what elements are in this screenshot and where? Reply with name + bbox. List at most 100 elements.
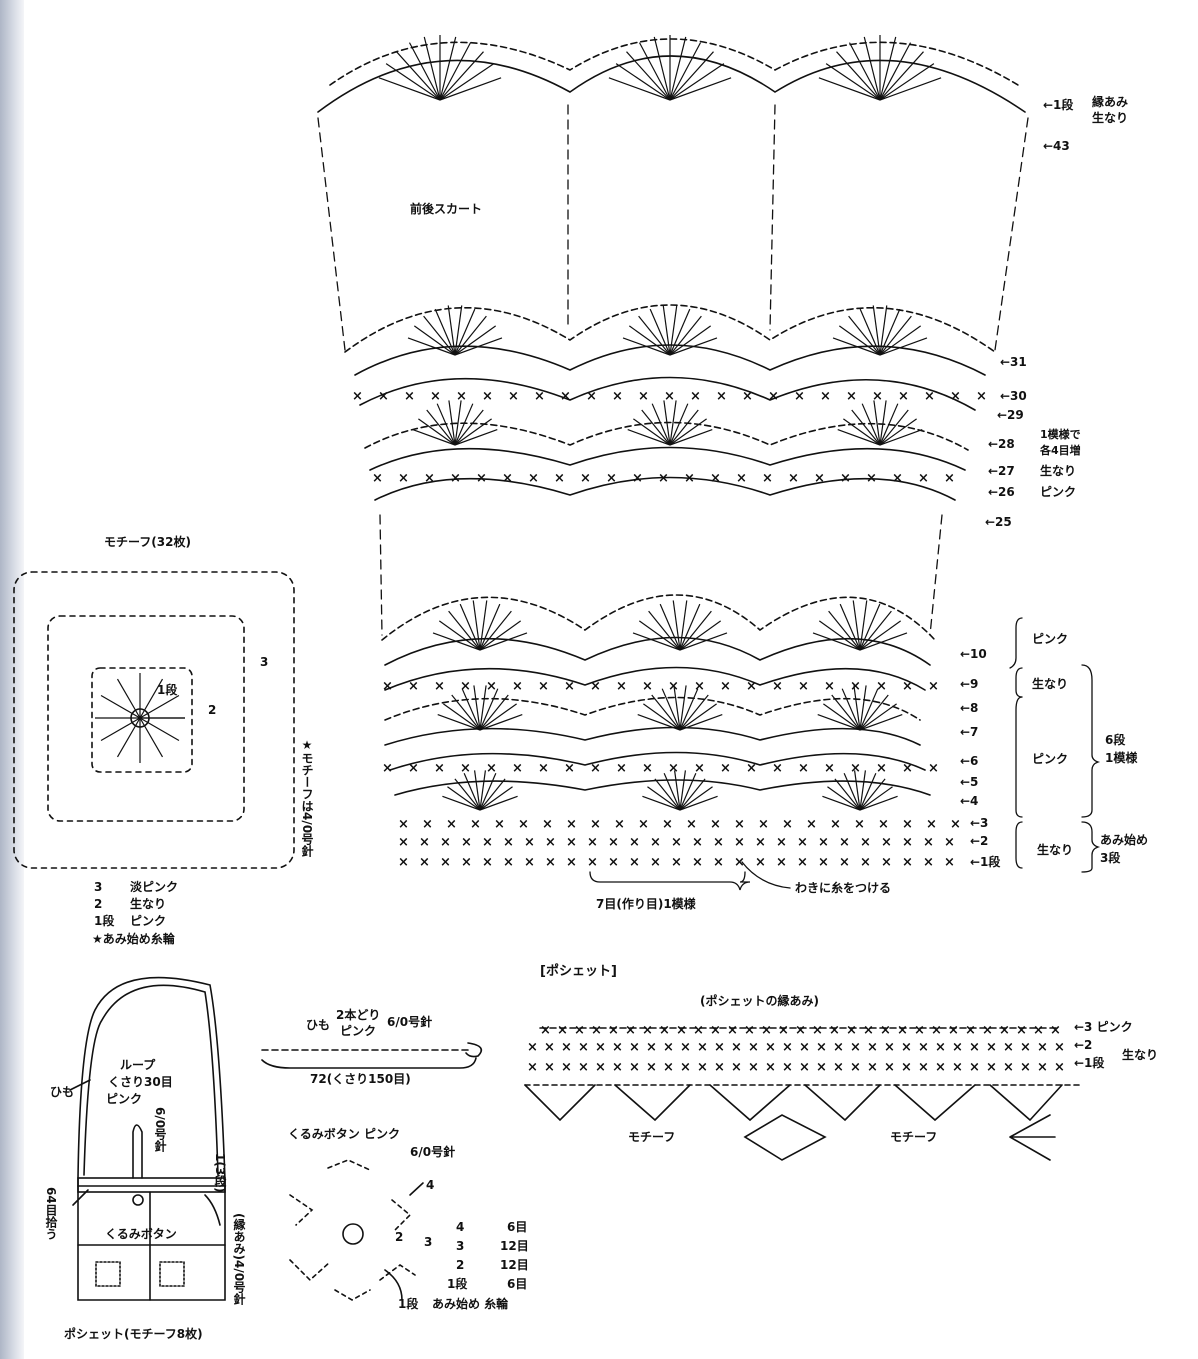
stitch-mark: × (772, 679, 783, 694)
fan-spoke (463, 773, 481, 811)
stitch-mark: × (446, 817, 457, 832)
fan-spoke (669, 36, 687, 101)
fan-spoke (443, 703, 481, 731)
skirt-row-3: ←3 (970, 816, 989, 830)
fan-spoke (643, 703, 681, 731)
fan-spoke (451, 694, 481, 731)
fan-spoke (479, 600, 488, 651)
fan-spoke (834, 778, 861, 811)
stitch-mark: × (782, 1040, 793, 1055)
fan-spoke (439, 42, 472, 101)
button-label-3: 3 (424, 1235, 433, 1249)
fan-spoke (828, 610, 861, 651)
stitch-mark: × (716, 389, 727, 404)
fan-spoke (838, 325, 881, 356)
stitch-mark: × (1020, 1040, 1031, 1055)
stitch-mark: × (642, 761, 653, 776)
fan-spoke (669, 429, 713, 446)
stitch-mark: × (419, 855, 430, 870)
fan-spoke (879, 409, 909, 446)
fan-spoke (651, 403, 671, 446)
pochette-rows: 1(3段) (213, 1153, 227, 1193)
button-count2: 12目 (500, 1258, 529, 1272)
stitch-mark: × (638, 817, 649, 832)
stitch-mark: × (686, 817, 697, 832)
stitch-mark: × (850, 679, 861, 694)
stitch-mark: × (1037, 1060, 1048, 1075)
skirt-lower-pink-a: ピンク (1032, 632, 1069, 646)
skirt-row-26: ←26 (988, 485, 1015, 499)
fan-spoke (479, 632, 528, 651)
pochette-section-title: [ポシェット] (540, 964, 617, 979)
fan-spoke (818, 77, 881, 101)
stitch-mark: × (692, 835, 703, 850)
stitch-mark: × (460, 679, 471, 694)
stitch-mark: × (650, 835, 661, 850)
stitch-mark: × (742, 389, 753, 404)
stitch-mark: × (578, 1060, 589, 1075)
stitch-mark: × (914, 1023, 925, 1038)
stitch-mark: × (632, 471, 643, 486)
stitch-mark: × (782, 817, 793, 832)
fan-spoke (637, 714, 681, 731)
fan-spoke (426, 409, 456, 446)
skirt-pattern-note: 7目(作り目)1模様 (596, 897, 696, 911)
stitch-mark: × (638, 389, 649, 404)
fan-spoke (407, 337, 456, 356)
stitch-mark: × (812, 1023, 823, 1038)
stitch-mark: × (797, 835, 808, 850)
fan-spoke (423, 36, 441, 101)
stitch-mark: × (881, 855, 892, 870)
fan-spoke (608, 77, 671, 101)
stitch-mark: × (948, 1023, 959, 1038)
stitch-mark: × (969, 1060, 980, 1075)
stitch-mark: × (663, 1060, 674, 1075)
stitch-mark: × (378, 389, 389, 404)
stitch-mark: × (713, 835, 724, 850)
fan-spoke (638, 42, 671, 101)
stitch-mark: × (731, 1040, 742, 1055)
fan-spoke (879, 63, 935, 101)
fan-spoke (447, 786, 481, 811)
fan-spoke (651, 694, 681, 731)
stitch-mark: × (561, 1040, 572, 1055)
button-hook: 6/0号針 (410, 1145, 456, 1159)
fan-spoke (479, 610, 512, 651)
stitch-mark: × (734, 855, 745, 870)
fan-spoke (454, 429, 498, 446)
stitch-mark: × (595, 1040, 606, 1055)
stitch-mark: × (902, 855, 913, 870)
stitch-mark: × (850, 1060, 861, 1075)
stitch-mark: × (398, 855, 409, 870)
pochette-pick: 64目拾う (44, 1187, 58, 1240)
stitch-mark: × (663, 1040, 674, 1055)
fan-spoke (448, 400, 456, 446)
fan-spoke (859, 778, 886, 811)
fan-spoke (479, 714, 523, 731)
stitch-mark: × (557, 1023, 568, 1038)
stitch-mark: × (746, 761, 757, 776)
page-spine-shadow (0, 0, 24, 1359)
motif-title: モチーフ(32枚) (104, 535, 191, 549)
stitch-mark: × (1033, 1023, 1044, 1038)
stitch-mark: × (876, 679, 887, 694)
fan-spoke (408, 42, 441, 101)
skirt-row27-color: 生なり (1040, 464, 1077, 478)
pochette-hook1: 6/0号針 (153, 1107, 167, 1153)
fan-spoke (852, 600, 861, 651)
stitch-mark: × (999, 1023, 1010, 1038)
skirt-row-28: ←28 (988, 437, 1015, 451)
stitch-mark: × (398, 817, 409, 832)
fan-spoke (859, 620, 902, 651)
stitch-mark: × (1054, 1040, 1065, 1055)
stitch-mark: × (935, 1040, 946, 1055)
button-start: あみ始め 糸輪 (432, 1297, 509, 1311)
stitch-mark: × (794, 389, 805, 404)
stitch-mark: × (512, 761, 523, 776)
stitch-mark: × (561, 1060, 572, 1075)
stitch-mark: × (1016, 1023, 1027, 1038)
fan-spoke (837, 429, 881, 446)
stitch-mark: × (512, 679, 523, 694)
stitch-mark: × (646, 1060, 657, 1075)
skirt-row-25: ←25 (985, 515, 1012, 529)
